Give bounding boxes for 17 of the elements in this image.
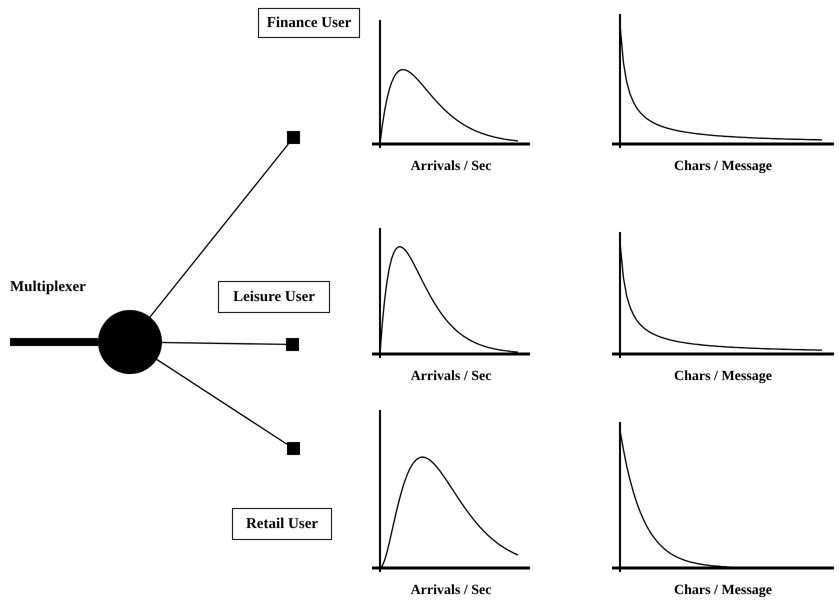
connector-line [149,144,289,318]
axis-label: Chars / Message [673,158,773,176]
axis-label: Arrivals / Sec [410,582,492,600]
axis-label: Arrivals / Sec [410,368,492,386]
axis-label: Chars / Message [673,582,773,600]
user-box: Finance User [258,8,360,38]
node-label: Multiplexer [10,278,86,297]
terminal-square [287,442,300,455]
terminal-square [287,131,300,144]
axis-label: Arrivals / Sec [410,158,492,176]
user-box: Leisure User [218,281,330,313]
trunk-line [10,338,98,346]
connector-line [162,342,286,346]
axis-label: Chars / Message [673,368,773,386]
user-box: Retail User [232,508,332,540]
terminal-square [286,338,299,351]
connector-line [156,358,288,445]
